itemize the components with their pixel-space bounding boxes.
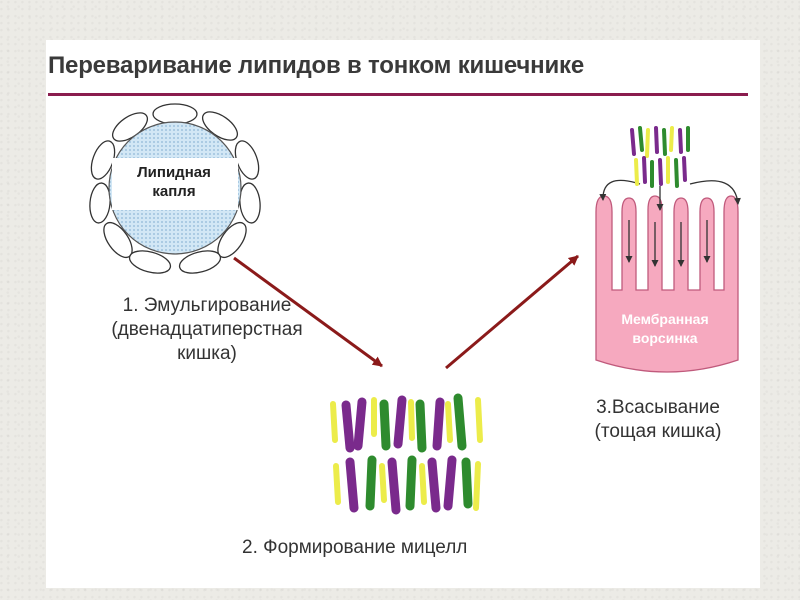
membrane-villus bbox=[595, 179, 741, 373]
absorption-arrows bbox=[599, 179, 741, 267]
micelle bbox=[330, 393, 483, 515]
step-absorption: 3.Всасывание (тощая кишка) bbox=[558, 396, 758, 444]
step2-line1: 2. Формирование мицелл bbox=[242, 537, 468, 558]
droplet-label-line1: Липидная bbox=[137, 164, 211, 181]
small-micelle bbox=[630, 126, 690, 188]
step1-line1: 1. Эмульгирование bbox=[122, 295, 292, 316]
lipid-droplet bbox=[89, 103, 261, 274]
droplet-label-box bbox=[112, 158, 238, 210]
villus-label: Мембранная ворсинка bbox=[595, 310, 735, 348]
droplet-label: Липидная капля bbox=[104, 163, 244, 201]
title-underline bbox=[48, 93, 748, 96]
page-title: Переваривание липидов в тонком кишечнике bbox=[48, 52, 584, 79]
step1-line2: (двенадцатиперстная bbox=[111, 319, 303, 340]
step1-line3: кишка) bbox=[177, 343, 237, 364]
step3-line1: 3.Всасывание bbox=[596, 397, 720, 418]
step-micelle-formation: 2. Формирование мицелл bbox=[242, 536, 467, 560]
villus-label-line2: ворсинка bbox=[632, 330, 698, 346]
droplet-label-line2: капля bbox=[152, 183, 196, 200]
step-emulsification: 1. Эмульгирование (двенадцатиперстная ки… bbox=[52, 294, 362, 366]
arrow-droplet-to-micelle bbox=[233, 256, 383, 368]
villus-label-line1: Мембранная bbox=[621, 311, 709, 327]
arrow-micelle-to-villus bbox=[445, 254, 579, 370]
bile-emulsifier-shells bbox=[89, 103, 261, 274]
step3-line2: (тощая кишка) bbox=[594, 421, 722, 442]
